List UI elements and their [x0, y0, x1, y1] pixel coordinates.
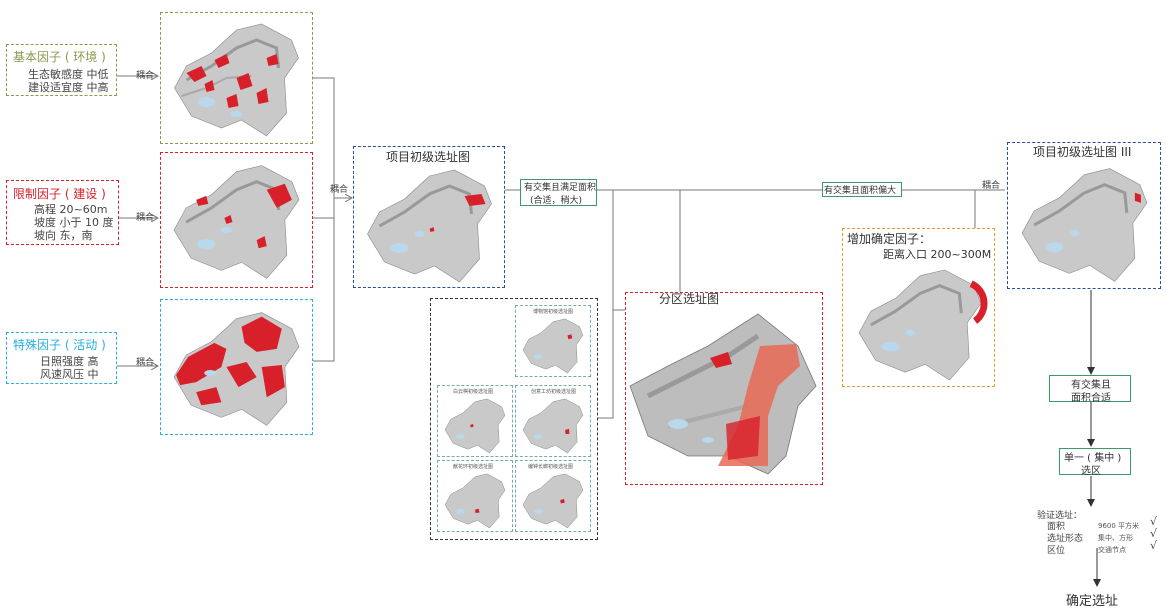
result-line-1: 有交集且: [1071, 380, 1111, 391]
verify-row-1-check: √: [1150, 515, 1158, 528]
verify-row-1-label: 面积: [1047, 522, 1066, 532]
limit-terrain-map: [166, 158, 307, 282]
sub-map-1: [518, 316, 588, 374]
special-factor-title: 特殊因子 ( 活动 ): [13, 338, 106, 352]
sub-map-4-title: 献花环初级选址图: [453, 464, 494, 470]
basic-factor-box: [6, 44, 117, 96]
sub-map-3-frame: [515, 385, 591, 457]
condition-box: [520, 179, 597, 206]
verify-row-3-value: 交通节点: [1098, 546, 1126, 554]
added-factor-frame: [842, 228, 995, 387]
final-label: 确定选址: [1066, 594, 1119, 609]
special-map-frame: [160, 299, 313, 435]
initial-map-title: 项目初级选址图: [386, 150, 471, 164]
partition-map-title: 分区选址图: [659, 292, 720, 306]
added-factor-terrain-map: [850, 264, 990, 382]
basic-terrain-map: [166, 18, 307, 138]
sub-map-5-title: 编钟长廊初级选址图: [528, 464, 574, 470]
single-line-1: 单一 ( 集中 ): [1064, 453, 1122, 464]
sub-map-3-title: 创意工坊初级选址图: [531, 389, 577, 395]
sub-map-5-frame: [515, 460, 591, 532]
verify-row-3-check: √: [1150, 539, 1158, 552]
offset-box-text: 有交集且面积偏大: [824, 186, 897, 196]
basic-map-frame: [160, 12, 313, 144]
sub-map-2-title: 白云棋初级选址图: [453, 389, 494, 395]
result-box: [1049, 375, 1131, 402]
limit-factor-line-1: 高程 20~60m: [34, 203, 108, 216]
offset-box: [822, 182, 902, 197]
verify-row-2-check: √: [1150, 527, 1158, 540]
sub-map-5: [518, 471, 588, 529]
single-box: [1059, 448, 1131, 475]
added-factor-detail: 距离入口 200~300M: [883, 248, 992, 261]
added-factor-title: 增加确定因子：: [847, 232, 932, 246]
verify-row-2-label: 选址形态: [1047, 534, 1084, 544]
coupling-label-3: 耦合: [136, 358, 155, 368]
single-line-2: 选区: [1081, 466, 1101, 477]
coupling-label-1: 耦合: [136, 71, 155, 81]
limit-factor-box: [6, 180, 119, 245]
sub-map-3: [518, 396, 588, 454]
initial-map-frame: [353, 146, 505, 288]
special-factor-box: [6, 332, 117, 384]
result-line-2: 面积合适: [1071, 393, 1111, 404]
coupling-label-4: 耦合: [330, 185, 349, 195]
verify-title: 验证选址：: [1037, 511, 1083, 521]
sub-map-4-frame: [437, 460, 513, 532]
sub-map-4: [440, 471, 510, 529]
verify-row-1-value: 9600 平方米: [1098, 522, 1140, 530]
final-map-frame: [1007, 142, 1161, 289]
basic-factor-line-1: 生态敏感度 中低: [28, 68, 109, 81]
basic-factor-title: 基本因子 ( 环境 ): [13, 50, 106, 64]
special-factor-line-2: 风速风压 中: [40, 368, 99, 381]
sub-map-2: [440, 396, 510, 454]
limit-factor-line-2: 坡度 小于 10 度: [34, 216, 114, 229]
condition-line-2: (合适，稍大): [530, 196, 583, 206]
final-map-title: 项目初级选址图 III: [1033, 145, 1132, 159]
sub-map-1-frame: [515, 305, 591, 377]
sub-map-2-frame: [437, 385, 513, 457]
coupling-label-5: 耦合: [982, 181, 1001, 191]
verify-row-3-label: 区位: [1047, 546, 1066, 556]
special-terrain-map: [166, 305, 307, 429]
sub-map-1-title: 博物馆初级选址图: [533, 309, 574, 315]
coupling-label-2: 耦合: [136, 213, 155, 223]
limit-map-frame: [160, 152, 313, 288]
limit-factor-title: 限制因子 ( 建设 ): [13, 187, 106, 201]
limit-factor-line-3: 坡向 东，南: [34, 229, 93, 242]
condition-line-1: 有交集且满足面积: [524, 183, 597, 193]
partition-terrain-map: [628, 306, 820, 482]
special-factor-line-1: 日照强度 高: [40, 355, 99, 368]
final-terrain-map: [1014, 162, 1155, 284]
basic-factor-line-2: 建设适宜度 中高: [28, 81, 109, 94]
sub-maps-frame: [430, 298, 598, 540]
initial-terrain-map: [359, 164, 500, 284]
partition-map-frame: [625, 292, 823, 485]
verify-row-2-value: 集中、方形: [1098, 534, 1133, 542]
